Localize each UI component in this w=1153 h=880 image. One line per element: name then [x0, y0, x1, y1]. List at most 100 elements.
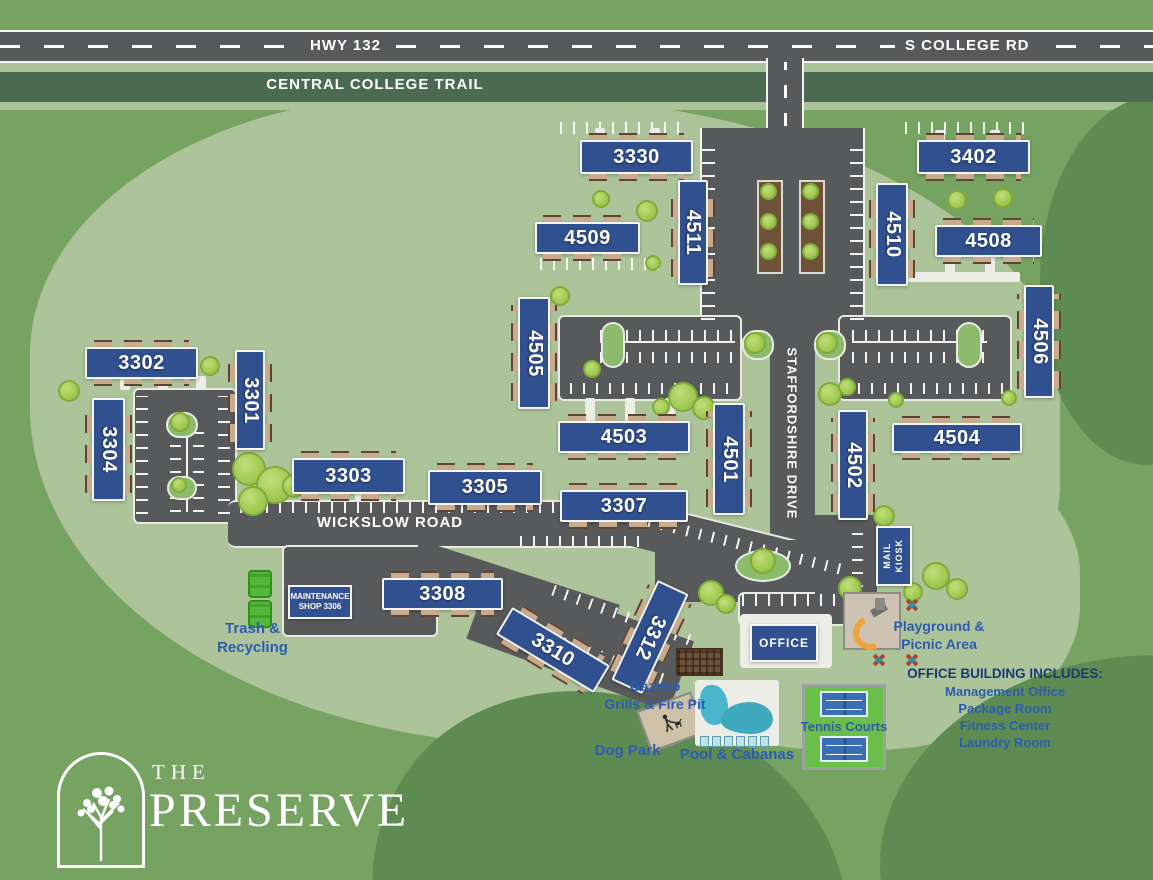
parking-stripes	[845, 383, 1005, 394]
college-rd-label: S COLLEGE RD	[895, 37, 1040, 54]
gazebo-label: Gazebo Grills & Fire Pit	[604, 678, 706, 712]
tree-icon	[888, 392, 904, 408]
building-3302: 3302	[85, 340, 198, 386]
dog-park-label: Dog Park	[594, 742, 661, 759]
office-building: OFFICE	[750, 624, 818, 662]
building-4505: 4505	[511, 297, 557, 409]
building-4511: 4511	[671, 180, 715, 285]
maintenance-shop-building: MAINTENANCE SHOP 3306	[288, 585, 352, 619]
picnic-table-icon	[905, 598, 919, 612]
tree-icon	[58, 380, 80, 402]
building-3307: 3307	[560, 483, 688, 529]
playset-icon	[875, 598, 885, 610]
picnic-table-icon	[872, 653, 886, 667]
tree-icon	[873, 505, 895, 527]
building-4502: 4502	[831, 410, 875, 520]
parking-stripes	[520, 536, 640, 547]
tree-icon	[947, 190, 967, 210]
tree-icon	[238, 486, 268, 516]
pool-deck	[695, 680, 779, 746]
parking-aisle-line	[186, 432, 188, 512]
cabana-icon	[748, 736, 757, 747]
highway-label: HWY 132	[300, 37, 391, 54]
building-4506: 4506	[1017, 285, 1061, 398]
tree-icon	[636, 200, 658, 222]
office-info-item: Fitness Center	[959, 718, 1051, 733]
parking-stripes	[570, 383, 730, 394]
tree-icon	[750, 548, 776, 574]
trail-label: CENTRAL COLLEGE TRAIL	[266, 76, 484, 93]
parking-stripes	[600, 330, 735, 341]
cabana-icon	[724, 736, 733, 747]
building-4503: 4503	[558, 414, 690, 460]
tree-icon	[744, 332, 766, 354]
highway-center-dashes	[0, 45, 1153, 48]
building-4501: 4501	[706, 403, 752, 515]
cabana-icon	[736, 736, 745, 747]
entrance-dashes	[784, 62, 787, 126]
picnic-table-icon	[905, 653, 919, 667]
tree-icon	[716, 594, 736, 614]
staffordshire-label: STAFFORDSHIRE DRIVE	[784, 347, 800, 520]
building-4509: 4509	[535, 215, 640, 261]
tree-icon	[816, 332, 838, 354]
tree-logo-icon	[77, 786, 125, 861]
parking-stripes	[852, 330, 987, 341]
cabana-icon	[700, 736, 709, 747]
building-3301: 3301	[228, 350, 272, 450]
parking-stripes	[193, 432, 204, 512]
cabana-icon	[760, 736, 769, 747]
dumpster-icon	[248, 570, 272, 598]
parking-stripes	[540, 258, 660, 270]
tree-icon	[171, 477, 187, 493]
trash-recycling-label: Trash & Recycling	[217, 620, 288, 656]
playground-area	[843, 592, 901, 655]
office-info-title: OFFICE BUILDING INCLUDES:	[907, 666, 1103, 681]
walkway	[625, 398, 635, 423]
building-3305: 3305	[428, 463, 542, 512]
logo-prefix: THE	[152, 760, 211, 784]
dog-walker-icon	[662, 714, 682, 732]
walkway	[585, 398, 595, 423]
parking-stripes	[218, 396, 230, 514]
building-3402: 3402	[917, 133, 1030, 181]
parking-stripes	[850, 140, 864, 320]
central-college-trail-band	[0, 72, 1153, 102]
tree-icon	[200, 356, 220, 376]
logo-name: PRESERVE	[149, 784, 410, 837]
gazebo-structure	[676, 648, 723, 676]
building-3308: 3308	[382, 571, 503, 617]
dog-park-area	[636, 691, 706, 753]
parking-stripes	[170, 432, 181, 512]
logo-arch	[57, 752, 145, 868]
tennis-court	[820, 736, 868, 762]
parking-stripes	[852, 532, 863, 587]
pool-label: Pool & Cabanas	[679, 746, 795, 763]
wickslow-label: WICKSLOW ROAD	[316, 514, 464, 531]
parking-island	[601, 322, 625, 368]
office-info-item: Laundry Room	[959, 735, 1051, 750]
parking-stripes	[742, 594, 842, 606]
walkway	[665, 398, 675, 423]
dumpster-icon	[248, 600, 272, 628]
building-3330: 3330	[580, 133, 693, 181]
tree-icon	[760, 243, 777, 260]
tree-icon	[802, 243, 819, 260]
tree-icon	[946, 578, 968, 600]
building-3304: 3304	[85, 398, 132, 501]
walkway	[945, 256, 955, 274]
parking-stripes	[600, 352, 735, 363]
tennis-label: Tennis Courts	[800, 719, 888, 734]
tree-icon	[760, 183, 777, 200]
office-info-item: Management Office	[945, 684, 1065, 699]
parking-island	[956, 322, 982, 368]
tree-icon	[645, 255, 661, 271]
tree-icon	[993, 188, 1013, 208]
building-4508: 4508	[935, 218, 1042, 264]
tree-icon	[583, 360, 601, 378]
office-info-item: Package Room	[958, 701, 1052, 716]
building-4510: 4510	[869, 183, 915, 286]
office-info-block: OFFICE BUILDING INCLUDES: Management Off…	[905, 666, 1105, 751]
building-3303: 3303	[292, 451, 405, 501]
